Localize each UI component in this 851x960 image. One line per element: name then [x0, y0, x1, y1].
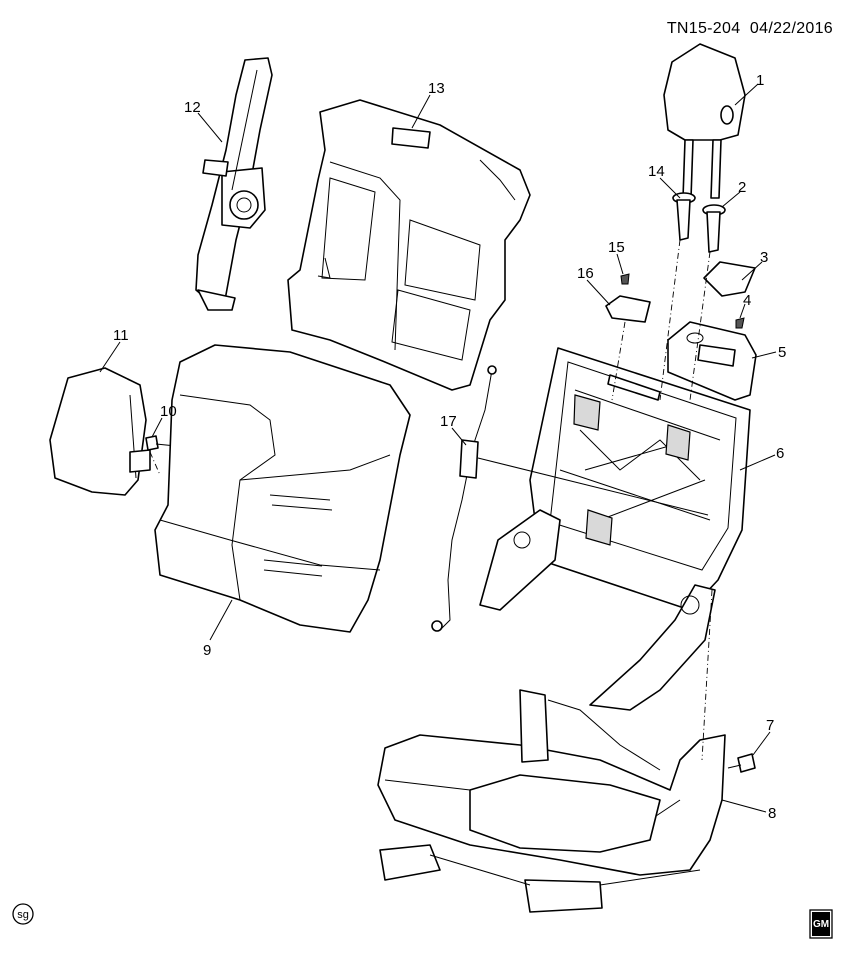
part-4-screw — [735, 317, 745, 329]
callout-17: 17 — [440, 413, 457, 430]
callout-2: 2 — [738, 179, 746, 196]
diagram-date: 04/22/2016 — [749, 20, 833, 37]
callout-10: 10 — [160, 403, 177, 420]
part-11-side-panel — [49, 367, 151, 496]
part-1-headrest — [663, 43, 746, 199]
part-15-screw — [620, 273, 630, 285]
callout-9: 9 — [203, 642, 211, 659]
callout-7: 7 — [766, 717, 774, 734]
callout-3: 3 — [760, 249, 768, 266]
part-17-release-cable — [431, 365, 497, 632]
part-14-headrest-guide — [672, 192, 696, 241]
leader-lines — [99, 83, 777, 813]
callout-5: 5 — [778, 344, 786, 361]
part-7-bolt — [727, 753, 756, 773]
callout-16: 16 — [577, 265, 594, 282]
callout-14: 14 — [648, 163, 665, 180]
part-8-seat-cushion — [377, 689, 726, 913]
diagram-header: TN15-204 04/22/2016 — [667, 20, 833, 38]
callout-6: 6 — [776, 445, 784, 462]
part-9-seat-back-cushion — [154, 344, 411, 633]
part-13-seat-back-panel — [287, 99, 531, 391]
svg-text:sg: sg — [17, 909, 29, 921]
diagram-code: TN15-204 — [666, 20, 741, 37]
svg-text:GM: GM — [813, 919, 829, 930]
callout-1: 1 — [756, 72, 764, 89]
callout-11: 11 — [113, 327, 129, 344]
assembly-centerlines — [149, 239, 713, 761]
part-6-seat-back-frame — [479, 347, 751, 711]
part-3-bezel — [703, 261, 756, 297]
callout-12: 12 — [184, 99, 201, 116]
part-2-headrest-guide — [702, 204, 726, 253]
callout-4: 4 — [743, 292, 751, 309]
part-16-latch-cover — [605, 295, 651, 323]
part-5-trim-cover — [667, 321, 757, 401]
callout-8: 8 — [768, 805, 776, 822]
callout-labels: 1 2 3 4 5 6 7 8 9 10 11 12 13 14 15 16 1… — [113, 72, 786, 822]
part-12-seat-belt — [195, 57, 273, 311]
callout-15: 15 — [608, 239, 625, 256]
sg-badge: sg — [12, 903, 34, 925]
gm-logo: GM — [809, 909, 833, 939]
callout-13: 13 — [428, 80, 445, 97]
